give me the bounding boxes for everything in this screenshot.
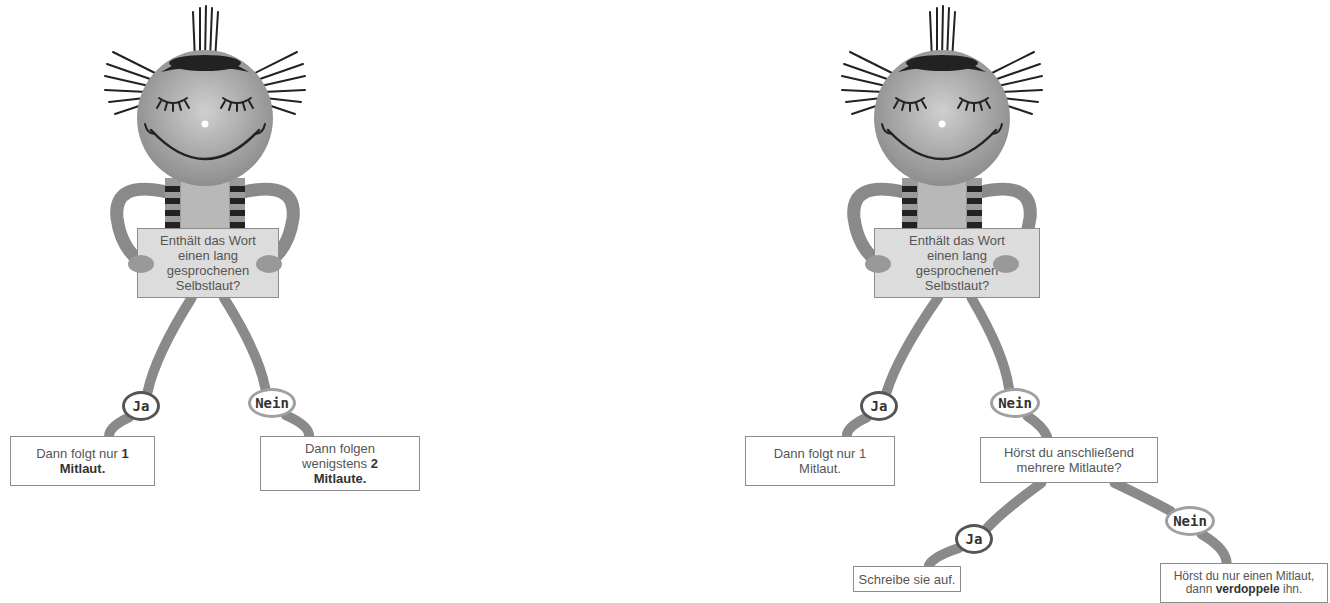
node-text: Ja (966, 531, 983, 547)
leg-connector (847, 417, 867, 436)
node-text-group: Dann folgen wenigstens 2 Mitlaute. (281, 441, 399, 486)
node-text: Schreibe sie auf. (859, 572, 956, 587)
node-text-group: Schreibe sie auf. (859, 572, 956, 587)
leg-connector (929, 548, 959, 566)
leg-connector (887, 298, 938, 392)
leg-connector (1202, 534, 1227, 563)
node-text: Nein (998, 395, 1032, 411)
question-box: Hörst du anschließend mehrere Mitlaute? (980, 437, 1158, 483)
answer-bubble: Nein (990, 388, 1040, 418)
leg-connector (972, 298, 1009, 388)
node-text-group: Nein (1173, 513, 1207, 529)
result-box: Dann folgen wenigstens 2 Mitlaute. (260, 436, 420, 491)
node-text: Hörst du nur einen Mitlaut, dann verdopp… (1167, 570, 1321, 596)
node-text-group: Ja (966, 531, 983, 547)
leg-connector (1027, 416, 1047, 437)
node-text: Enthält das Wort einen lang gesprochenen… (893, 233, 1021, 293)
question-sign: Enthält das Wort einen lang gesprochenen… (137, 228, 279, 298)
result-box: Dann folgt nur 1 Mitlaut. (10, 436, 155, 486)
answer-bubble: Ja (955, 524, 993, 554)
leg-connector (1115, 483, 1171, 511)
answer-bubble: Ja (860, 391, 898, 421)
node-text: Nein (1173, 513, 1207, 529)
leg-connector (148, 298, 192, 392)
node-text-group: Enthält das Wort einen lang gesprochenen… (893, 233, 1021, 293)
result-box: Hörst du nur einen Mitlaut, dann verdopp… (1160, 563, 1328, 603)
question-sign: Enthält das Wort einen lang gesprochenen… (874, 228, 1040, 298)
node-text: Hörst du anschließend mehrere Mitlaute? (995, 445, 1143, 475)
node-text: Dann folgt nur 1 Mitlaut. (772, 446, 868, 476)
node-text-group: Nein (255, 395, 289, 411)
node-text: Ja (133, 398, 150, 414)
node-text: Dann folgt nur 1 Mitlaut. (35, 446, 130, 476)
node-text-group: Ja (133, 398, 150, 414)
node-text-group: Hörst du nur einen Mitlaut, dann verdopp… (1167, 570, 1321, 596)
node-text-group: Enthält das Wort einen lang gesprochenen… (146, 233, 270, 293)
result-box: Schreibe sie auf. (853, 566, 961, 592)
node-text-group: Ja (871, 398, 888, 414)
result-box: Dann folgt nur 1 Mitlaut. (745, 436, 895, 486)
leg-connector (987, 483, 1041, 528)
node-text: Nein (255, 395, 289, 411)
node-text: Dann folgen wenigstens 2 Mitlaute. (281, 441, 399, 486)
node-text: Ja (871, 398, 888, 414)
node-text-group: Hörst du anschließend mehrere Mitlaute? (995, 445, 1143, 475)
node-text-group: Dann folgt nur 1 Mitlaut. (35, 446, 130, 476)
node-text-group: Nein (998, 395, 1032, 411)
node-text: Enthält das Wort einen lang gesprochenen… (146, 233, 270, 293)
leg-connector (109, 417, 129, 436)
leg-connector (224, 298, 265, 389)
leg-connector (286, 415, 309, 436)
node-text-group: Dann folgt nur 1 Mitlaut. (772, 446, 868, 476)
answer-bubble: Nein (248, 388, 296, 418)
answer-bubble: Ja (122, 391, 160, 421)
answer-bubble: Nein (1165, 506, 1215, 536)
